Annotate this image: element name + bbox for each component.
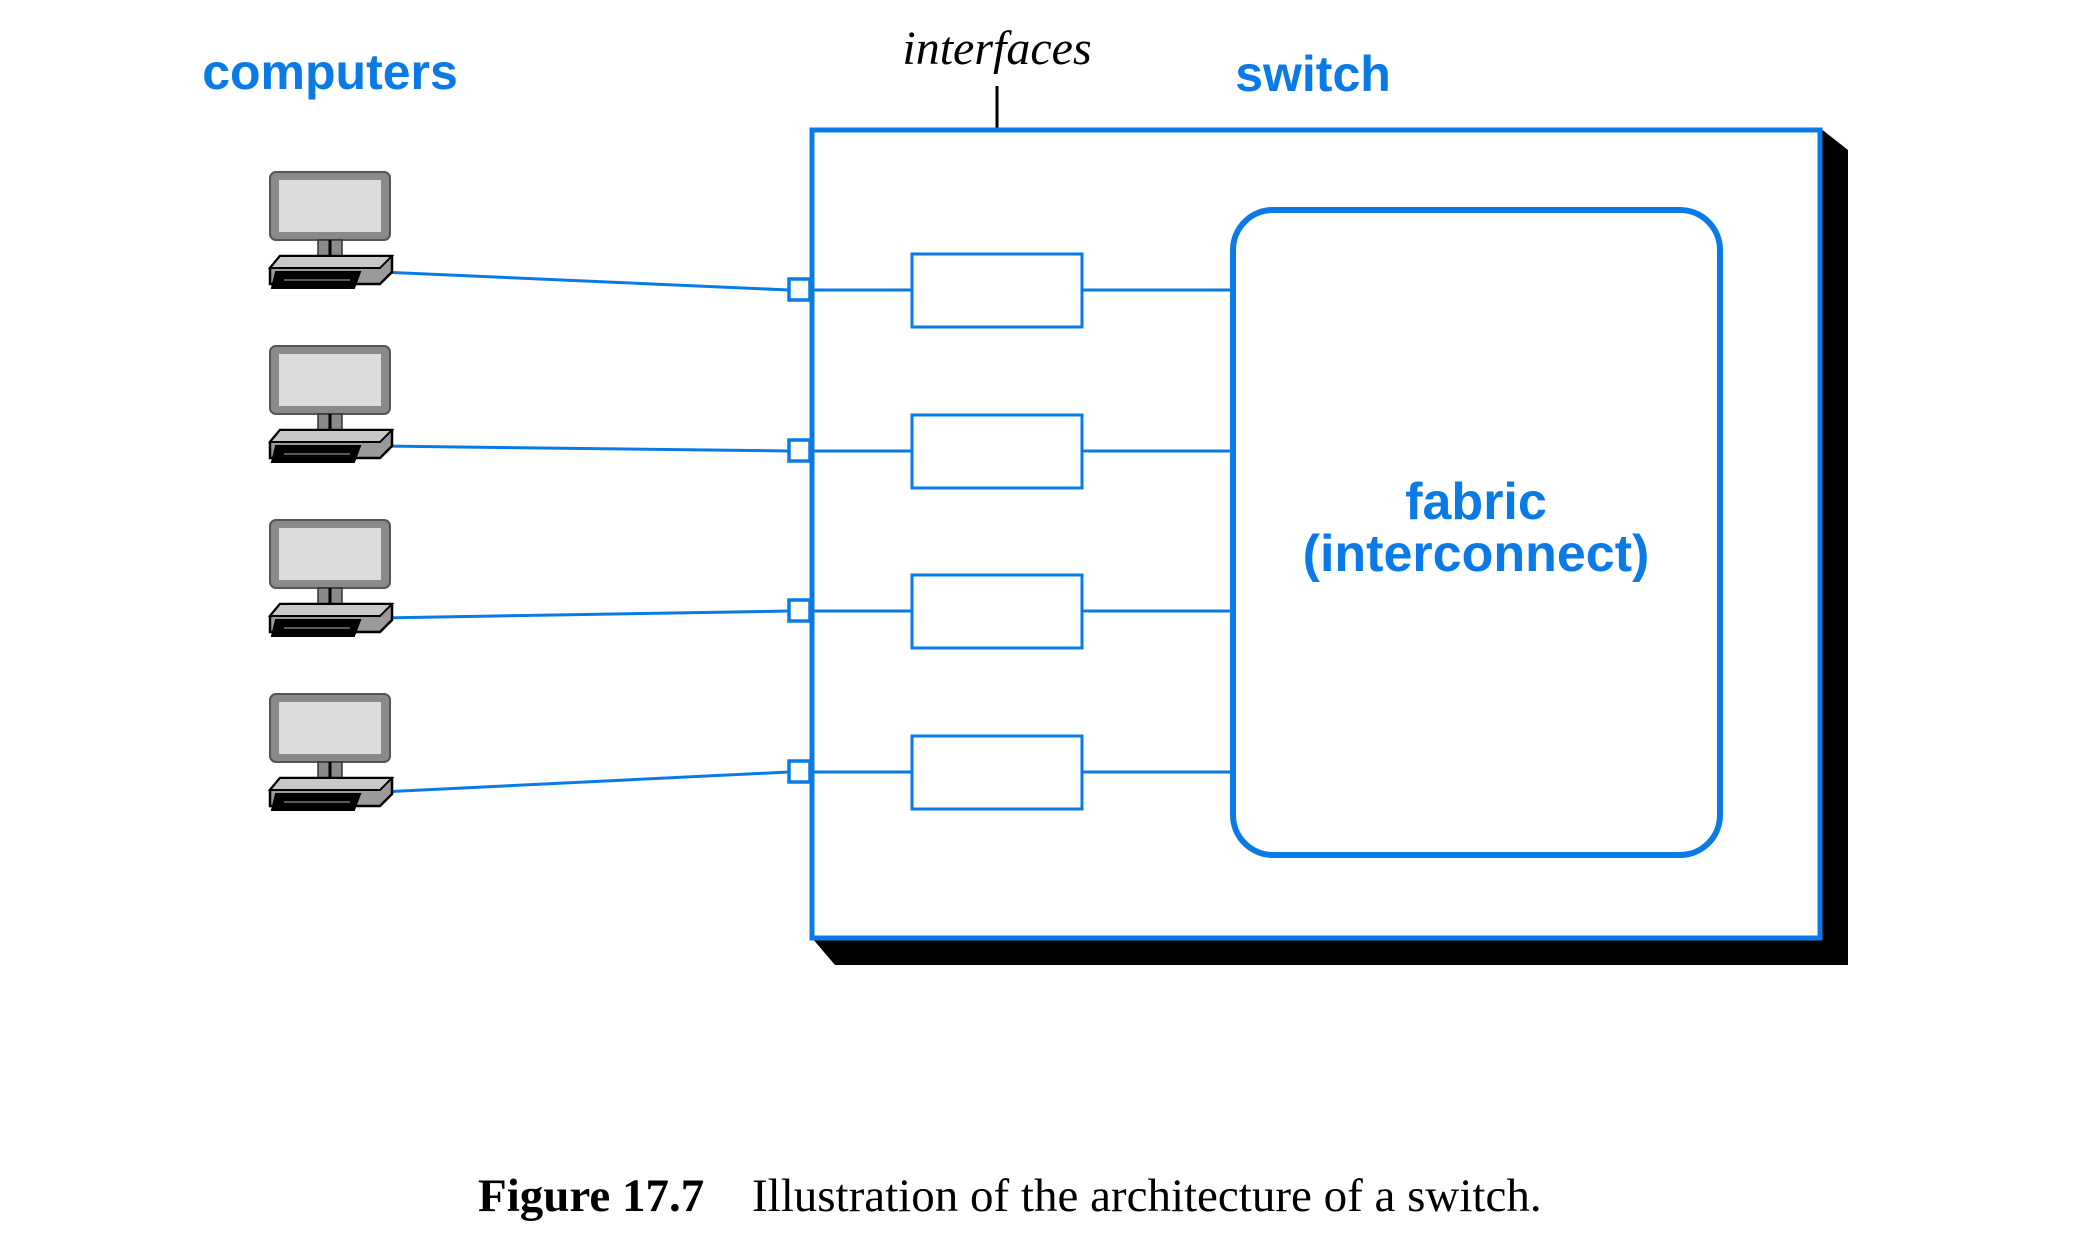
connection-row bbox=[379, 252, 1233, 329]
desktop-computer-icon bbox=[268, 344, 394, 464]
switch-label: switch bbox=[1235, 46, 1391, 102]
network-cable bbox=[379, 770, 790, 794]
desktop-computer-icon bbox=[268, 518, 394, 638]
fabric-label: fabric bbox=[1405, 473, 1547, 531]
fabric-box bbox=[1230, 207, 1723, 858]
network-cable bbox=[379, 444, 790, 453]
computers-label: computers bbox=[202, 44, 458, 100]
network-cable bbox=[379, 270, 790, 292]
network-cable bbox=[379, 609, 790, 620]
interface-box bbox=[910, 413, 1084, 490]
figure-caption: Figure 17.7 Illustration of the architec… bbox=[478, 1170, 1542, 1222]
fabric: fabric (interconnect) bbox=[1230, 207, 1723, 858]
interface-box bbox=[910, 734, 1084, 811]
port bbox=[787, 438, 812, 463]
caption-text: Illustration of the architecture of a sw… bbox=[752, 1170, 1542, 1222]
fabric-sublabel: (interconnect) bbox=[1303, 525, 1650, 583]
connection-row bbox=[379, 573, 1233, 650]
connection-row bbox=[379, 413, 1233, 490]
desktop-computer-icon bbox=[268, 170, 394, 290]
port bbox=[787, 759, 812, 784]
desktop-computer-icon bbox=[268, 692, 394, 812]
interface-box bbox=[910, 573, 1084, 650]
interface-box bbox=[910, 252, 1084, 329]
interfaces-label: interfaces bbox=[902, 22, 1091, 75]
port bbox=[787, 277, 812, 302]
figure-number: Figure 17.7 bbox=[478, 1170, 704, 1222]
connection-row bbox=[379, 734, 1233, 811]
port bbox=[787, 598, 812, 623]
